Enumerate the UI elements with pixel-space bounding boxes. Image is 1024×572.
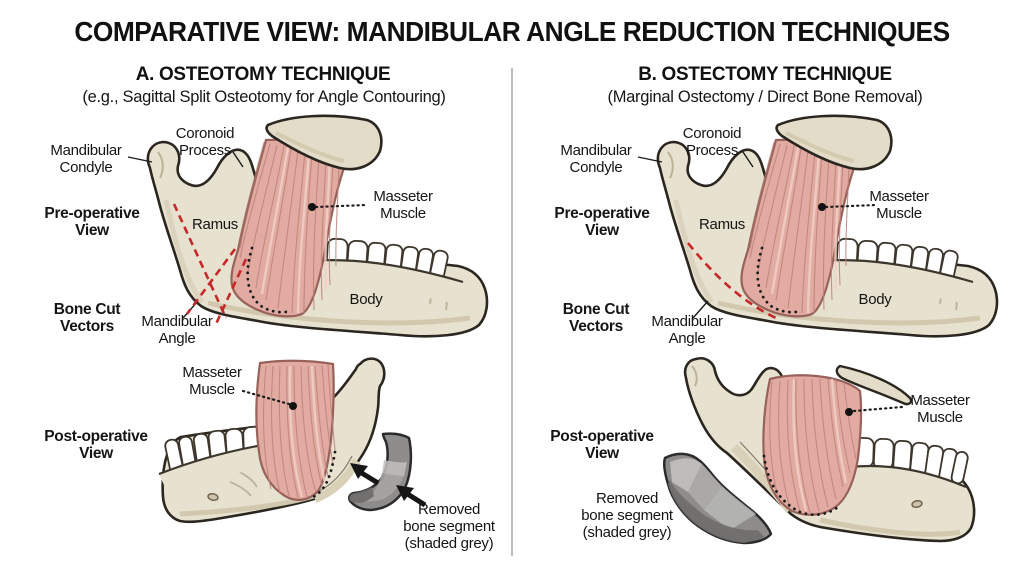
mental-foramen [911, 499, 923, 509]
label-masseter-muscle-a2: Masseter Muscle [182, 364, 242, 398]
label-postoperative-view-b: Post-operative View [550, 428, 654, 462]
panel-b-heading: B. OSTECTOMY TECHNIQUE [638, 63, 892, 85]
panel-a-subheading: (e.g., Sagittal Split Osteotomy for Angl… [82, 87, 446, 106]
muscle-border-dotted-line [311, 450, 337, 499]
label-mandibular-angle-a: Mandibular Angle [141, 313, 213, 347]
removed-segment-shape-b [662, 452, 773, 545]
label-removed-segment-b: Removed bone segment (shaded grey) [581, 490, 673, 541]
label-body-b: Body [858, 291, 892, 308]
mental-foramen [207, 492, 219, 502]
label-coronoid-process-a: Coronoid Process [175, 125, 235, 159]
zygomatic-arch [835, 364, 913, 406]
removed-segment-shape-a [347, 432, 413, 512]
label-coronoid-process-b: Coronoid Process [682, 125, 742, 159]
label-preoperative-view-b: Pre-operative View [554, 205, 650, 239]
label-mandibular-condyle-a: Mandibular Condyle [50, 142, 122, 176]
bone-cut-vectors-a [172, 203, 248, 325]
label-masseter-muscle-b1: Masseter Muscle [869, 188, 929, 222]
zygomatic-arch [265, 114, 383, 171]
label-postoperative-view-a: Post-operative View [44, 428, 148, 462]
muscle-border-dotted-line [246, 246, 293, 314]
masseter-muscle-shape [230, 138, 348, 318]
label-mandibular-condyle-b: Mandibular Condyle [560, 142, 632, 176]
arrow-icon [350, 463, 380, 486]
label-preoperative-view-a: Pre-operative View [44, 205, 140, 239]
masseter-muscle-shape [762, 374, 863, 516]
label-bone-cut-vectors-a: Bone Cut Vectors [53, 301, 121, 335]
label-mandibular-angle-b: Mandibular Angle [651, 313, 723, 347]
label-bone-cut-vectors-b: Bone Cut Vectors [562, 301, 630, 335]
muscle-border-dotted-line [762, 454, 840, 517]
bone-cut-vector-b [686, 242, 781, 322]
label-ramus-b: Ramus [698, 216, 746, 233]
arrow-icon [396, 485, 427, 508]
label-removed-segment-a: Removed bone segment (shaded grey) [403, 501, 495, 552]
page-title: COMPARATIVE VIEW: MANDIBULAR ANGLE REDUC… [74, 16, 950, 47]
label-body-a: Body [349, 291, 383, 308]
masseter-muscle-shape [255, 359, 336, 501]
postop-mandible-figure-a [158, 357, 427, 524]
panel-a-heading: A. OSTEOTOMY TECHNIQUE [135, 63, 391, 85]
label-masseter-muscle-a1: Masseter Muscle [373, 188, 433, 222]
panel-b-subheading: (Marginal Ostectomy / Direct Bone Remova… [607, 87, 923, 106]
label-masseter-muscle-b2: Masseter Muscle [910, 392, 970, 426]
label-ramus-a: Ramus [191, 216, 239, 233]
panel-divider [511, 68, 513, 556]
postop-mandible-figure-b [662, 357, 976, 545]
